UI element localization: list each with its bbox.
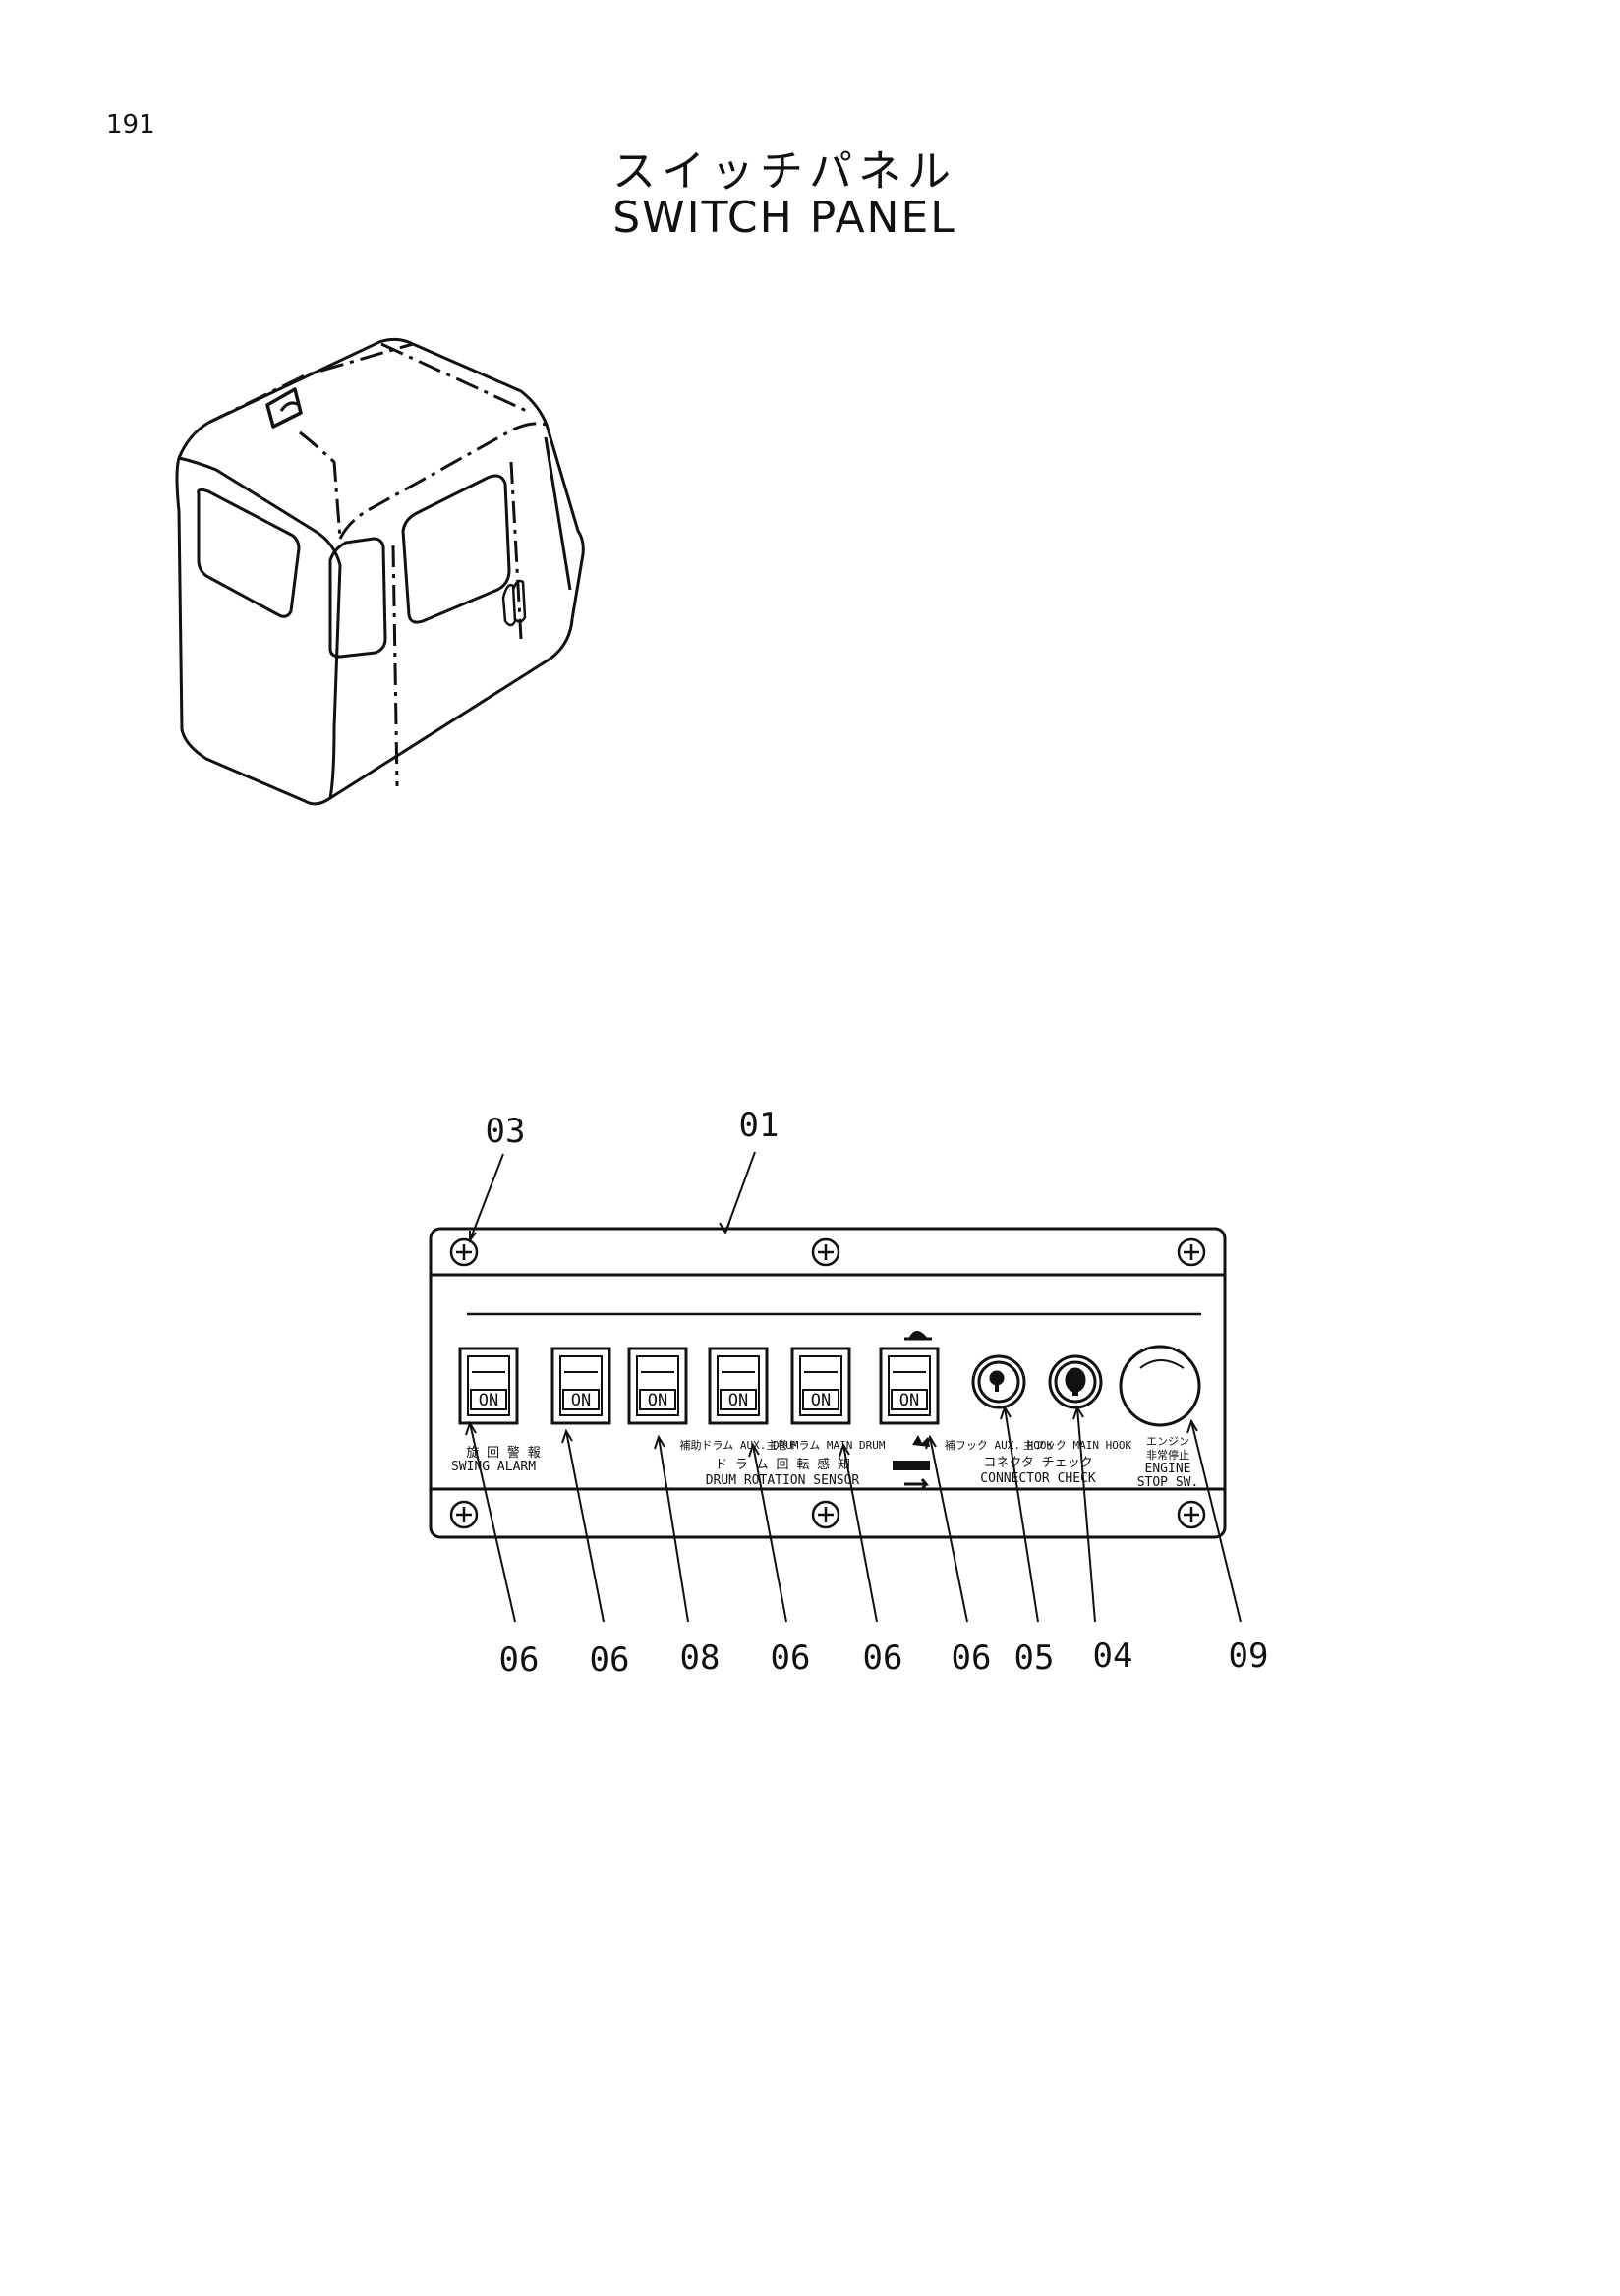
operator-cab-illustration	[175, 337, 585, 806]
swing-alarm-en-label: SWING ALARM	[451, 1460, 536, 1474]
screw-icon	[449, 1500, 479, 1529]
connector-check-jp-label: コネクタ チェック	[983, 1456, 1092, 1470]
swing-alarm-jp-label: 旋 回 警 報	[466, 1445, 540, 1461]
engine-stop-en-label-1: ENGINE	[1145, 1462, 1191, 1476]
engine-stop-jp-label-2: 非常停止	[1146, 1448, 1189, 1462]
callout-label: 06	[590, 1640, 630, 1680]
switch-on-label: ON	[479, 1391, 498, 1410]
switch-on-label: ON	[571, 1391, 591, 1410]
drum-rotation-en-label: DRUM ROTATION SENSOR	[706, 1473, 860, 1488]
rocker-switch[interactable]: ON	[458, 1347, 519, 1425]
engine-stop-switch	[1119, 1345, 1201, 1427]
switch-on-label: ON	[728, 1391, 748, 1410]
rabbit-icon	[893, 1435, 930, 1490]
callout-label: 06	[499, 1640, 540, 1680]
aux-drum-label: 補助ドラム AUX. DRUM	[680, 1438, 799, 1452]
callout-label: 06	[771, 1638, 811, 1678]
rocker-switch[interactable]: ON	[550, 1347, 611, 1425]
callouts-bottom: 06 06 08 06 06 06 05 04 09	[499, 1636, 1269, 1680]
engine-stop-jp-label-1: エンジン	[1146, 1435, 1189, 1448]
rocker-switches: ON ON ON ON ON ON	[458, 1347, 940, 1425]
screw-icon	[449, 1237, 479, 1267]
callout-label: 06	[863, 1638, 903, 1678]
callout-label: 08	[680, 1638, 721, 1678]
rocker-switch[interactable]: ON	[627, 1347, 688, 1425]
callout-label: 05	[1014, 1638, 1055, 1678]
callout-label: 03	[486, 1112, 526, 1151]
aux-hook-connector-switch	[971, 1354, 1026, 1409]
screw-icon	[811, 1237, 840, 1267]
connector-check-en-label: CONNECTOR CHECK	[980, 1471, 1096, 1486]
callout-label: 04	[1093, 1636, 1133, 1676]
panel-labels: 旋 回 警 報 SWING ALARM 補助ドラム AUX. DRUM 主巻ドラ…	[451, 1435, 1198, 1490]
switch-on-label: ON	[648, 1391, 667, 1410]
callouts-top: 03 01	[486, 1106, 780, 1151]
main-hook-connector-switch	[1048, 1354, 1103, 1409]
screw-icon	[811, 1500, 840, 1529]
switch-on-label: ON	[899, 1391, 919, 1410]
main-hook-label: 主フック MAIN HOOK	[1023, 1439, 1132, 1452]
turtle-icon	[904, 1331, 932, 1341]
screw-icon	[1177, 1237, 1206, 1267]
rocker-switch[interactable]: ON	[790, 1347, 851, 1425]
callout-label: 01	[739, 1106, 780, 1145]
callout-label: 06	[952, 1638, 992, 1678]
rocker-switch[interactable]: ON	[879, 1347, 940, 1425]
title-english: SWITCH PANEL	[612, 193, 956, 243]
drum-rotation-jp-label: ド ラ ム 回 転 感 知	[715, 1457, 850, 1472]
aux-hook-label: 補フック AUX. HOOK	[945, 1439, 1054, 1452]
rocker-switch[interactable]: ON	[708, 1347, 769, 1425]
switch-on-label: ON	[811, 1391, 831, 1410]
switch-panel	[429, 1227, 1227, 1539]
engine-stop-en-label-2: STOP SW.	[1137, 1475, 1199, 1490]
leader-lines	[465, 1151, 1242, 1623]
page-number: 191	[106, 110, 155, 140]
callout-label: 09	[1229, 1636, 1269, 1676]
screw-icon	[1177, 1500, 1206, 1529]
title-japanese: スイッチパネル	[612, 146, 956, 197]
main-drum-label: 主巻ドラム MAIN DRUM	[767, 1439, 886, 1452]
